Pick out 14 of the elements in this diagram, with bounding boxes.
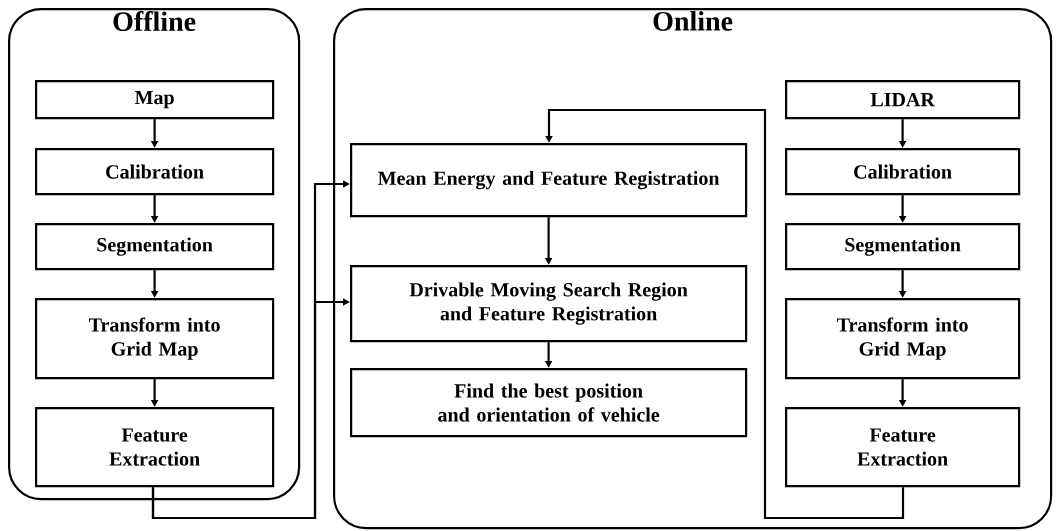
process-box: Calibration [785, 148, 1021, 196]
arrow [545, 108, 905, 520]
process-box: Calibration [35, 148, 275, 196]
process-box: Segmentation [785, 223, 1021, 271]
process-box: LIDAR [785, 80, 1021, 120]
process-box: Feature Extraction [785, 407, 1021, 488]
process-box: Drivable Moving Search Region and Feature Registration [350, 265, 748, 343]
process-box: Feature Extraction [35, 407, 275, 488]
process-box: Transform into Grid Map [785, 298, 1021, 380]
process-box: Segmentation [35, 223, 275, 271]
process-box: Mean Energy and Feature Registration [350, 143, 748, 218]
process-box: Map [35, 80, 275, 120]
process-box: Transform into Grid Map [35, 298, 275, 380]
process-box: Find the best position and orientation of vehicle [350, 368, 748, 438]
